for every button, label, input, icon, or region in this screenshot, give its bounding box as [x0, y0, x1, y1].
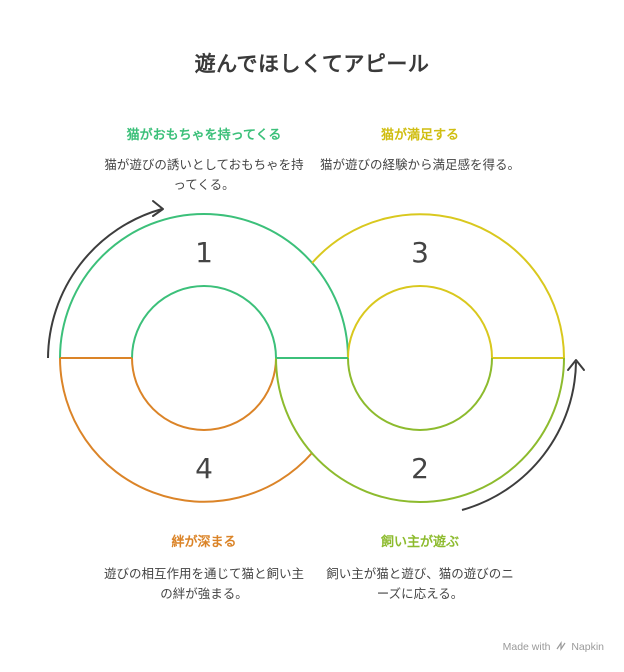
ring-segment-stage-1	[58, 213, 350, 359]
stage-number-2: 2	[411, 452, 429, 485]
stage-number-3: 3	[411, 236, 429, 269]
footer-brand: Napkin	[571, 641, 604, 653]
stage-4-heading: 絆が深まる	[171, 535, 237, 550]
stage-2-heading: 飼い主が遊ぶ	[380, 535, 459, 550]
stage-2-description: 飼い主が猫と遊び、猫の遊びのニーズに応える。	[326, 566, 514, 601]
stage-3-heading: 猫が満足する	[380, 128, 459, 143]
footer-prefix: Made with	[502, 641, 551, 653]
stage-1-description: 猫が遊びの誘いとしておもちゃを持ってくる。	[104, 157, 304, 192]
flow-arrowhead-top-left	[152, 200, 164, 217]
ring-segment-stage-3	[311, 213, 566, 359]
ring-segment-stage-4	[59, 357, 313, 503]
stage-number-4: 4	[195, 452, 213, 485]
stage-number-1: 1	[195, 236, 213, 269]
stage-3-description: 猫が遊びの経験から満足感を得る。	[320, 157, 521, 172]
stage-4-description: 遊びの相互作用を通じて猫と飼い主の絆が強まる。	[104, 566, 305, 601]
ring-segment-stage-2	[275, 357, 565, 503]
flow-arrow-top-left	[47, 208, 163, 359]
made-with-napkin-credit: Made with Napkin	[503, 641, 604, 653]
napkin-logo-icon	[556, 641, 566, 651]
flow-arrow-bottom-right	[461, 361, 577, 511]
flow-arrowhead-bottom-right	[567, 359, 585, 371]
page-title: 遊んでほしくてアピール	[194, 52, 430, 76]
stage-1-heading: 猫がおもちゃを持ってくる	[126, 128, 282, 143]
